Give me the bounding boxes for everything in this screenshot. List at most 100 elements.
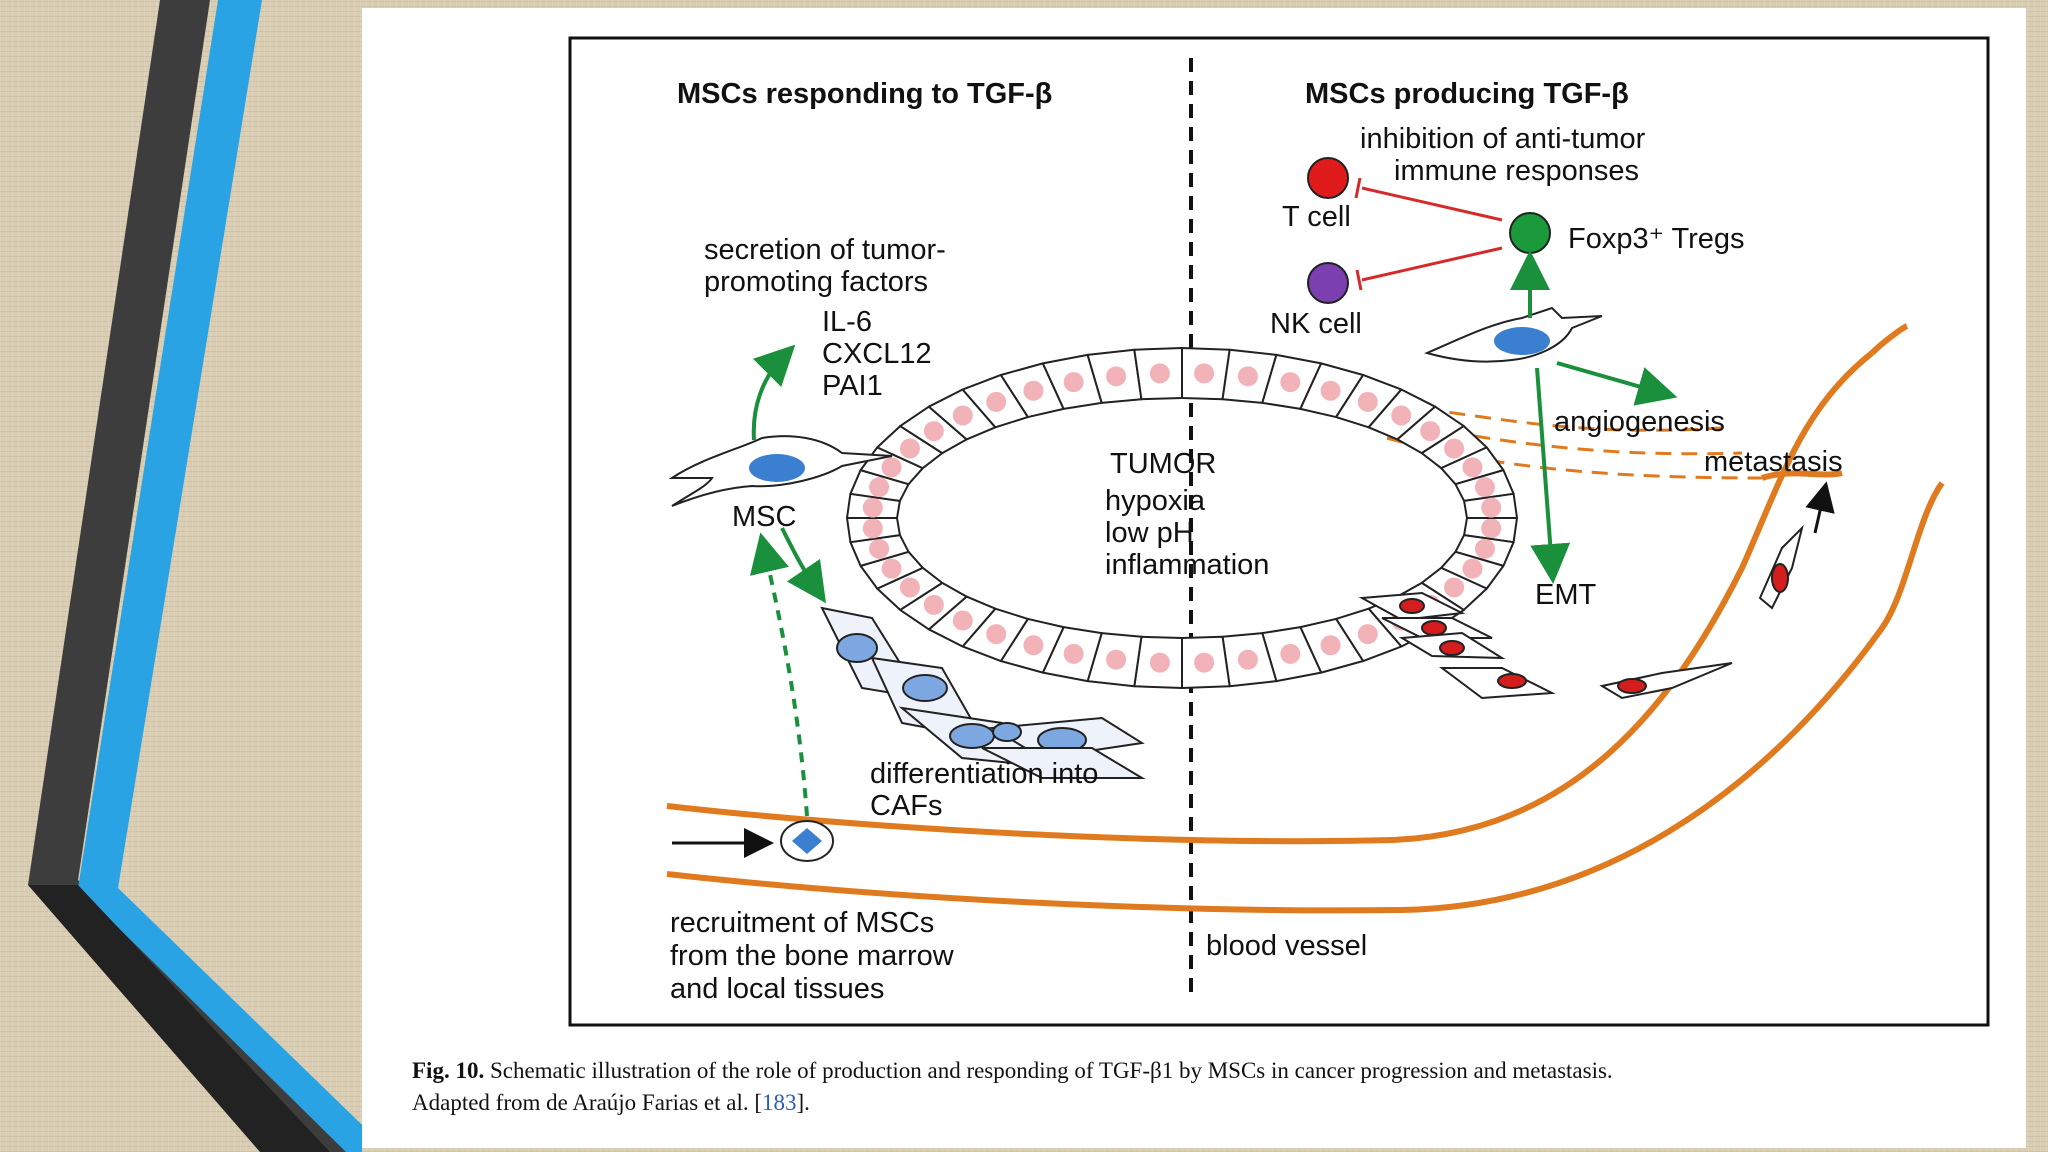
inhibition-line-1: inhibition of anti-tumor — [1360, 123, 1646, 155]
inhibition-lines — [1354, 177, 1503, 291]
tumor-cell-nucleus — [986, 391, 1007, 412]
inhibit-nk-cell — [1361, 246, 1503, 282]
tumor-cell-nucleus — [899, 438, 920, 459]
decor-dark-stripe — [28, 0, 348, 1152]
caption-adapted: Adapted from de Araújo Farias et al. [ — [412, 1090, 762, 1115]
tumor-cell-nucleus — [1462, 558, 1483, 579]
left-heading: MSCs responding to TGF-β — [677, 78, 1052, 110]
inhibit-t-cell — [1361, 186, 1503, 222]
tumor-cell-nucleus — [862, 518, 883, 539]
tumor-cell-nucleus — [952, 610, 973, 631]
tumor-cell-nucleus — [1474, 538, 1495, 559]
tumor-cell-nucleus — [1023, 380, 1044, 401]
treg-cell-icon — [1509, 212, 1551, 254]
nk-cell-label: NK cell — [1270, 308, 1362, 340]
tumor-cell-nucleus — [869, 477, 890, 498]
tumor-cell-nucleus — [899, 577, 920, 598]
inhibition-line-2: immune responses — [1394, 155, 1639, 187]
inflammation-label: inflammation — [1105, 549, 1269, 581]
decor-dark-lower — [28, 885, 330, 1152]
tumor-cell-nucleus — [1194, 363, 1215, 384]
tumor-cell-nucleus — [986, 624, 1007, 645]
tumor-cell-nucleus — [923, 421, 944, 442]
tumor-cell-nucleus — [1106, 366, 1127, 387]
right-heading: MSCs producing TGF-β — [1305, 78, 1629, 110]
blood-vessel — [666, 323, 1945, 914]
caption-line-2: Adapted from de Araújo Farias et al. [18… — [412, 1087, 1972, 1119]
tumor-cell-nucleus — [1462, 457, 1483, 478]
figure-frame — [568, 36, 1990, 1027]
arrow-angiogenesis — [1556, 361, 1678, 406]
secretion-line-2: promoting factors — [704, 266, 928, 298]
circulating-msc — [780, 820, 834, 862]
tumor-cell-nucleus — [1237, 649, 1258, 670]
tumor-cell-nucleus — [1237, 366, 1258, 387]
caption-text: Schematic illustration of the role of pr… — [489, 1058, 1613, 1083]
arrow-emt — [1530, 367, 1571, 584]
tumor-cell-nucleus — [1063, 372, 1084, 393]
differentiation-line-1: differentiation into — [870, 758, 1098, 790]
tumor-cell-nucleus — [862, 497, 883, 518]
tumor-cell-nucleus — [1320, 635, 1341, 656]
tumor-cell-nucleus — [1023, 635, 1044, 656]
factor-il6: IL-6 — [822, 306, 872, 338]
figure-caption: Fig. 10. Schematic illustration of the r… — [412, 1055, 1972, 1119]
recruitment-line-1: recruitment of MSCs — [670, 907, 934, 939]
hypoxia-label: hypoxia — [1105, 485, 1206, 517]
tumor-cell-nucleus — [1420, 421, 1441, 442]
angiogenesis-label: angiogenesis — [1554, 406, 1725, 438]
caf-cells — [820, 606, 1146, 779]
nk-cell-icon — [1307, 262, 1349, 304]
caption-line-1: Fig. 10. Schematic illustration of the r… — [412, 1055, 1972, 1087]
secretion-line-1: secretion of tumor- — [704, 234, 946, 266]
differentiation-line-2: CAFs — [870, 790, 943, 822]
tumor-cell-nucleus — [1444, 438, 1465, 459]
caption-label: Fig. 10. — [412, 1058, 485, 1083]
factor-pai1: PAI1 — [822, 370, 883, 402]
tumor-cell-nucleus — [1444, 577, 1465, 598]
slide-decoration — [28, 0, 362, 1152]
tumor-cell-nucleus — [952, 405, 973, 426]
tumor-cell-nucleus — [1481, 497, 1502, 518]
t-cell-label: T cell — [1282, 201, 1351, 233]
tumor-cell-nucleus — [881, 558, 902, 579]
msc-label: MSC — [732, 501, 796, 533]
emt-label: EMT — [1535, 579, 1597, 611]
blood-vessel-label: blood vessel — [1206, 930, 1367, 962]
tumor-cell-nucleus — [1357, 391, 1378, 412]
tumor-cell-nucleus — [1063, 643, 1084, 664]
tumor-cell-nucleus — [1149, 652, 1170, 673]
tgf-beta-diagram: MSCs responding to TGF-β MSCs producing … — [568, 36, 1990, 1027]
tumor-cell-nucleus — [1481, 518, 1502, 539]
migrating-tumor-cells — [1358, 524, 1804, 700]
figure-image: MSCs responding to TGF-β MSCs producing … — [362, 8, 2026, 1148]
decor-blue-stripe — [78, 0, 362, 1152]
recruitment-line-2: from the bone marrow — [670, 940, 955, 972]
tumor-cell-nucleus — [1391, 405, 1412, 426]
msc-cell-right — [1423, 306, 1603, 363]
tumor-cell-nucleus — [1357, 624, 1378, 645]
caption-reference-link[interactable]: 183 — [762, 1090, 797, 1115]
factor-cxcl12: CXCL12 — [822, 338, 932, 370]
tumor-cell-nucleus — [1474, 477, 1495, 498]
tumor-cell-nucleus — [881, 457, 902, 478]
caption-end: ]. — [796, 1090, 810, 1115]
black-arrows — [672, 481, 1835, 858]
arrow-recruitment — [749, 532, 809, 817]
arrow-secretion — [751, 344, 796, 441]
tumor-label: TUMOR — [1110, 448, 1216, 480]
tumor-cell-nucleus — [923, 594, 944, 615]
tumor-cell-nucleus — [1194, 652, 1215, 673]
tumor-cell-nucleus — [1106, 649, 1127, 670]
msc-cell — [668, 435, 893, 507]
tumor-cell-nucleus — [1320, 380, 1341, 401]
metastasis-label: metastasis — [1704, 446, 1843, 478]
recruitment-line-3: and local tissues — [670, 973, 884, 1005]
tumor-cell-nucleus — [869, 538, 890, 559]
low-ph-label: low pH — [1105, 517, 1194, 549]
t-cell-icon — [1307, 157, 1349, 199]
green-arrows — [749, 250, 1678, 817]
tumor-cell-nucleus — [1280, 643, 1301, 664]
arrow-metastasis — [1805, 481, 1835, 534]
tregs-label: Foxp3⁺ Tregs — [1568, 223, 1745, 255]
